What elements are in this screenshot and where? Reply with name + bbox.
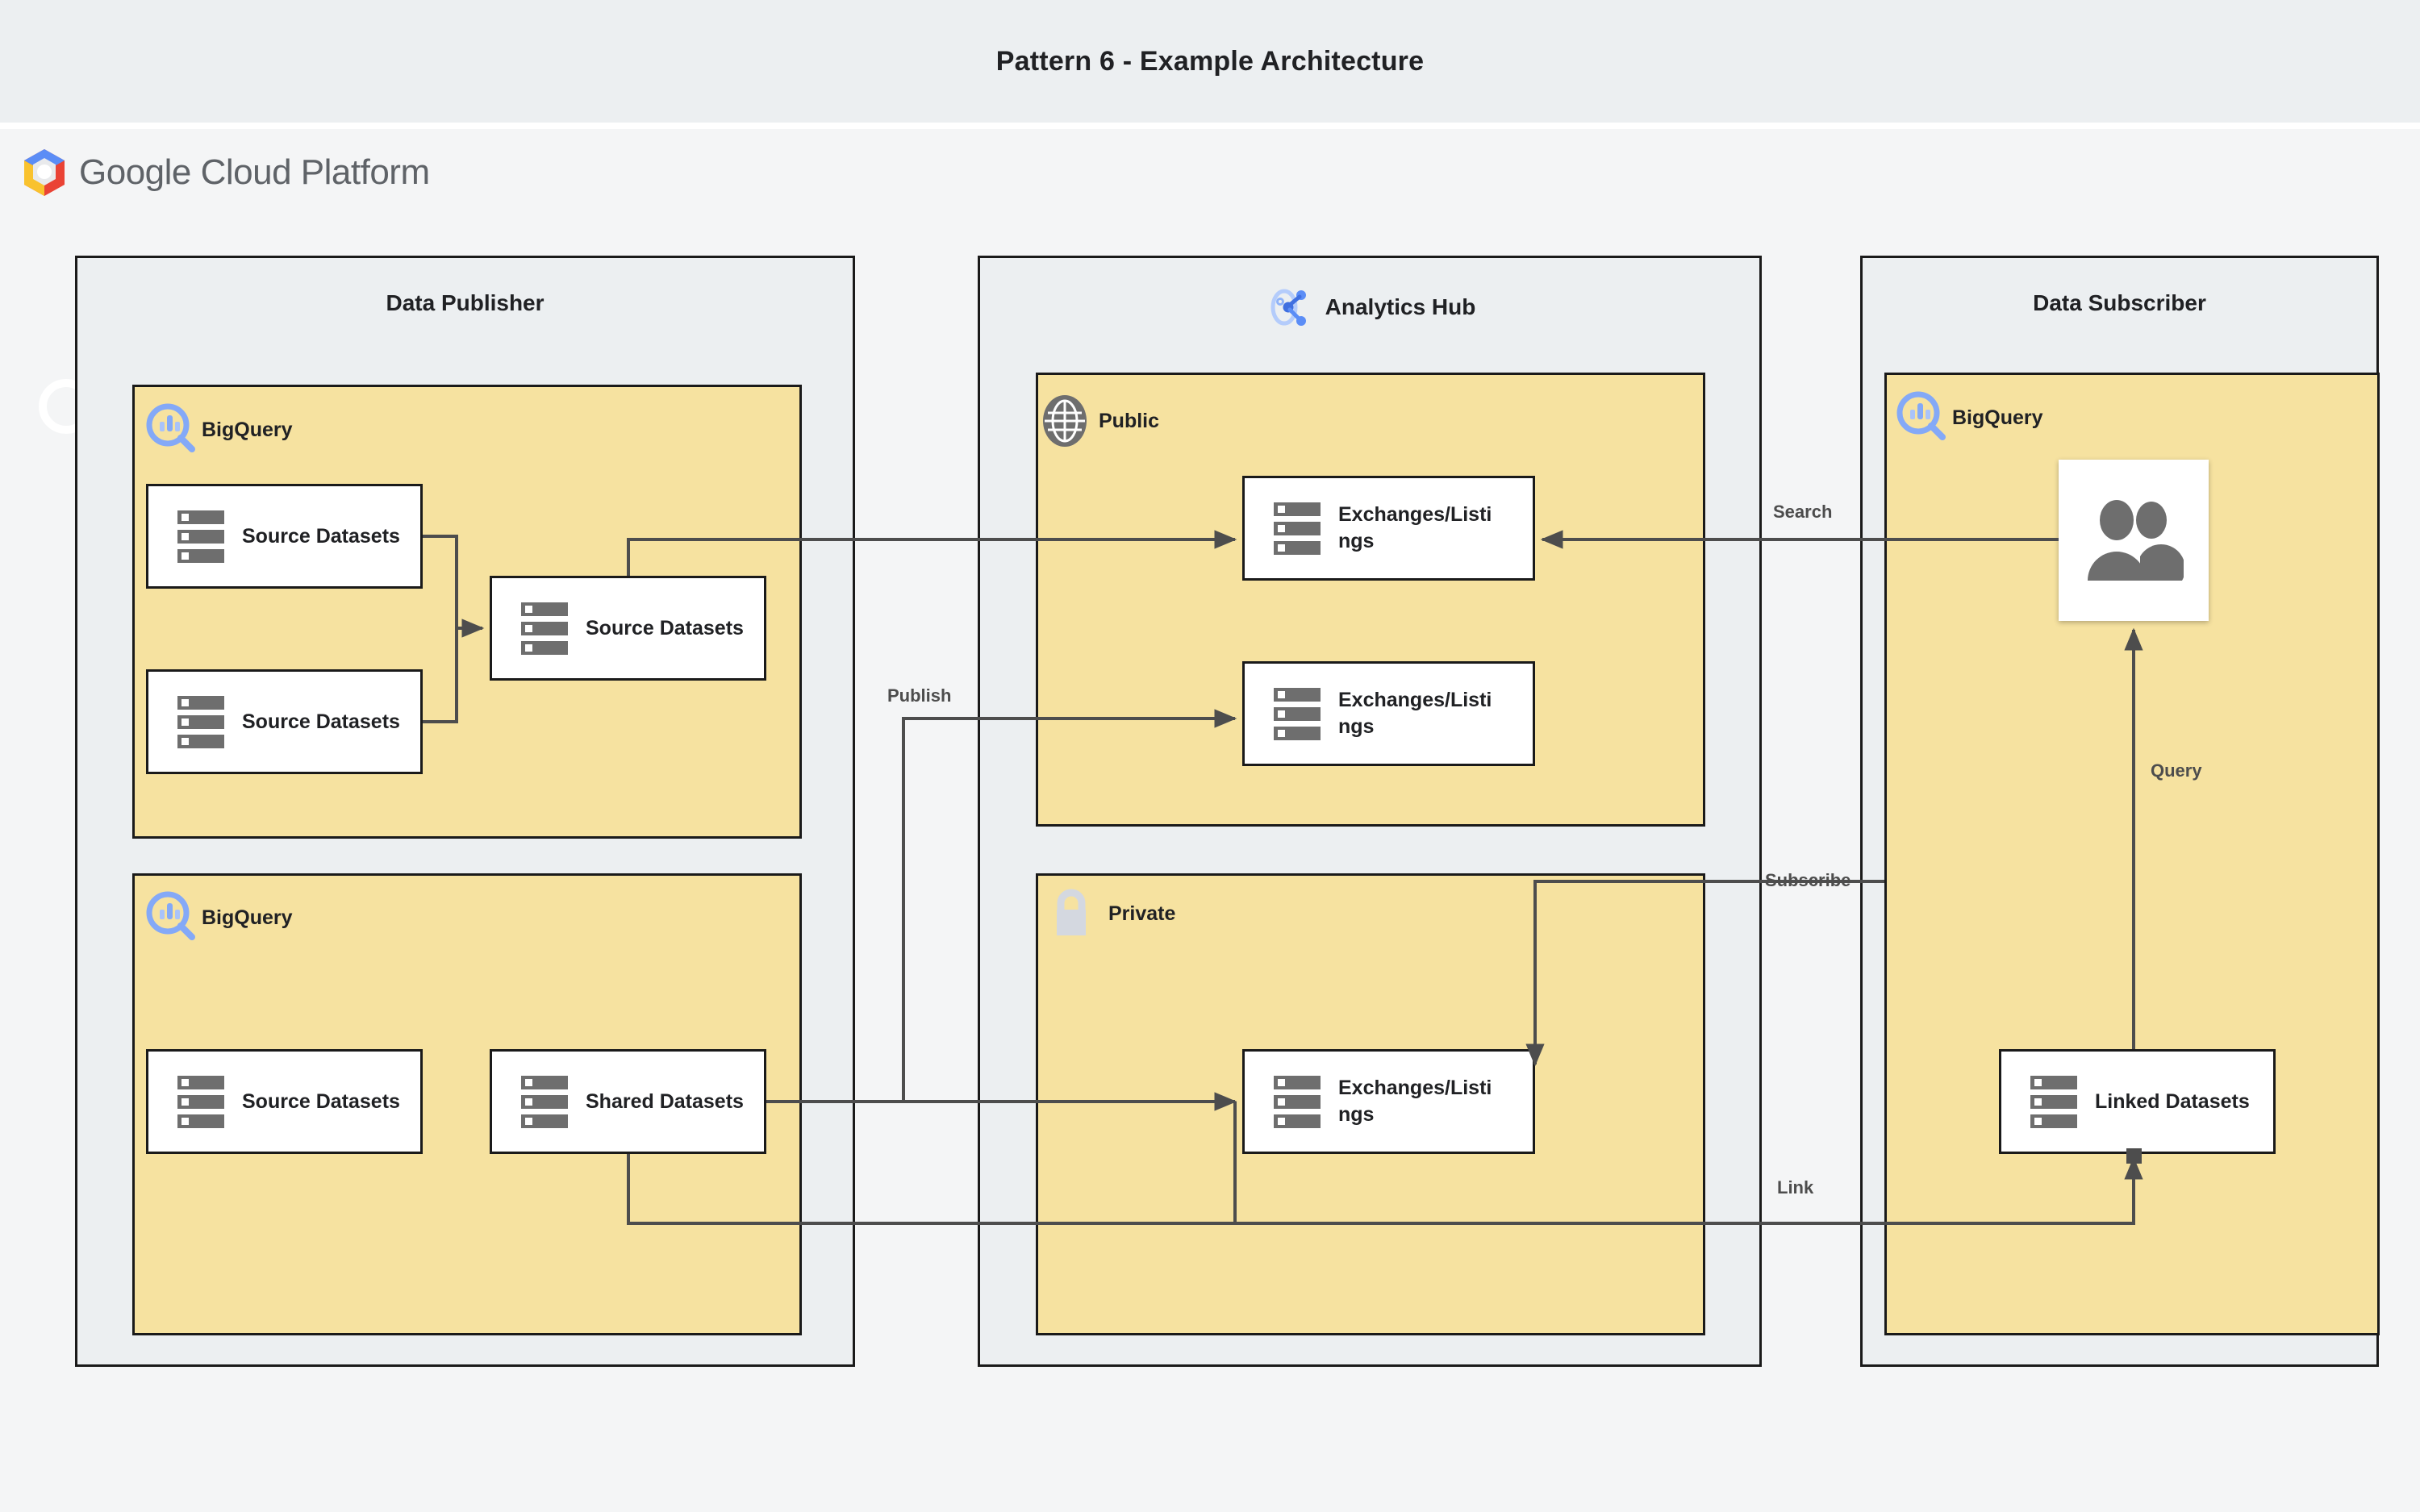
dataset-icon (177, 510, 224, 563)
node-label: Linked Datasets (2095, 1089, 2250, 1113)
bigquery-icon (1896, 391, 1946, 440)
dataset-icon (1274, 1075, 1321, 1128)
node-label: Source Datasets (242, 710, 400, 733)
group-title-data-subscriber: Data Subscriber (2033, 290, 2206, 315)
node-label: Shared Datasets (586, 1089, 744, 1113)
edge-label-search: Search (1773, 502, 1833, 522)
bigquery-icon (146, 403, 195, 452)
node-pub-shared[interactable]: Shared Datasets (490, 1049, 766, 1154)
panel-label-hub-public: Public (1041, 393, 1159, 449)
node-label: Source Datasets (586, 616, 744, 639)
node-pub-source-1[interactable]: Source Datasets (146, 484, 423, 589)
dataset-icon (1274, 687, 1321, 740)
globe-icon (1043, 395, 1087, 447)
node-hub-listing-3[interactable]: Exchanges/Listings (1242, 1049, 1535, 1154)
dataset-icon (521, 1075, 568, 1128)
node-pub-source-2[interactable]: Source Datasets (146, 669, 423, 774)
panel-label-hub-private: Private (1049, 885, 1175, 942)
gcp-hexagon-icon (24, 149, 65, 196)
edge-label-link: Link (1777, 1177, 1814, 1198)
panel-label-text: Private (1108, 902, 1176, 925)
node-label: Exchanges/Listings (1338, 689, 1492, 738)
node-label: Exchanges/Listings (1338, 1077, 1492, 1126)
panel-label-text: BigQuery (202, 906, 293, 929)
users-icon (2088, 500, 2184, 581)
node-label: Exchanges/Listings (1338, 503, 1492, 552)
edge-label-publish: Publish (887, 685, 952, 706)
panel-label-text: Public (1099, 409, 1160, 432)
panel-label-publisher-bigquery-bottom: BigQuery (144, 889, 293, 947)
dataset-icon (2030, 1075, 2077, 1128)
edge-label-query: Query (2151, 760, 2202, 781)
dataset-icon (521, 602, 568, 655)
bigquery-icon (146, 891, 195, 940)
node-hub-listing-1[interactable]: Exchanges/Listings (1242, 476, 1535, 581)
group-title-data-publisher: Data Publisher (386, 290, 544, 315)
panel-label-subscriber-bigquery: BigQuery (1894, 389, 2043, 447)
gcp-logo-text: Google Cloud Platform (79, 152, 430, 192)
node-hub-listing-2[interactable]: Exchanges/Listings (1242, 661, 1535, 766)
title-band (0, 0, 2420, 123)
dataset-icon (1274, 502, 1321, 555)
node-sub-users[interactable] (2059, 460, 2209, 621)
lock-icon (1057, 889, 1086, 935)
analytics-hub-share-icon (1270, 289, 1306, 326)
panel-label-text: BigQuery (1952, 406, 2043, 429)
dataset-icon (177, 695, 224, 748)
node-label: Source Datasets (242, 524, 400, 548)
page-title: Pattern 6 - Example Architecture (995, 45, 1425, 77)
node-pub-source-3[interactable]: Source Datasets (490, 576, 766, 681)
node-sub-linked[interactable]: Linked Datasets (1999, 1049, 2276, 1154)
gcp-logo: Google Cloud Platform (21, 148, 430, 198)
dataset-icon (177, 1075, 224, 1128)
group-title-text: Analytics Hub (1325, 294, 1476, 319)
panel-label-publisher-bigquery-top: BigQuery (144, 401, 293, 459)
node-pub-source-4[interactable]: Source Datasets (146, 1049, 423, 1154)
panel-label-text: BigQuery (202, 418, 293, 441)
edge-label-subscribe: Subscribe (1765, 870, 1851, 890)
group-title-analytics-hub: Analytics Hub (980, 282, 1759, 332)
node-label: Source Datasets (242, 1089, 400, 1113)
